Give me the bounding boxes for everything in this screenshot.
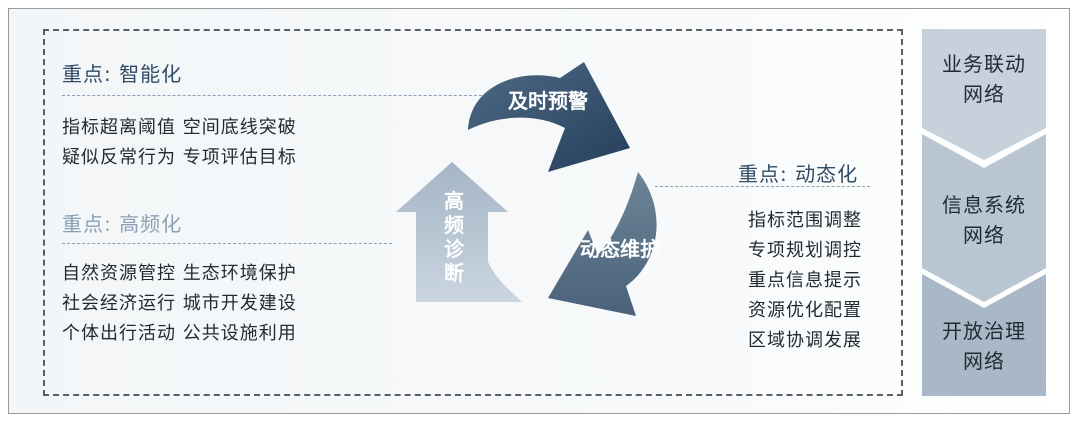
diagnose-char-2: 频 bbox=[444, 213, 464, 237]
monitoring-dashed-box bbox=[43, 29, 903, 396]
dynamic-divider bbox=[655, 186, 870, 187]
freq-divider bbox=[62, 243, 392, 244]
warning-label: 及时预警 bbox=[508, 89, 588, 113]
network-open-governance: 开放治理网络 bbox=[942, 319, 1026, 373]
smart-item-1: 指标超离阈值 空间底线突破 bbox=[62, 117, 297, 138]
dynamic-item-1: 指标范围调整 bbox=[748, 210, 862, 231]
diagnose-char-1: 高 bbox=[444, 189, 464, 213]
arrow-maintain bbox=[548, 172, 657, 316]
dynamic-item-5: 区域协调发展 bbox=[748, 330, 862, 351]
freq-item-row-2: 社会经济运行 城市开发建设 bbox=[62, 293, 297, 314]
chevron-business bbox=[922, 29, 1046, 160]
chevron-info bbox=[922, 134, 1046, 302]
focus-freq-heading: 重点: 高频化 bbox=[62, 212, 183, 236]
smart-divider bbox=[62, 95, 502, 96]
smart-item-2: 疑似反常行为 专项评估目标 bbox=[62, 147, 297, 168]
freq-item-row-1: 自然资源管控 生态环境保护 bbox=[62, 263, 297, 284]
focus-dynamic-heading: 重点: 动态化 bbox=[738, 162, 859, 186]
freq-item-row-3: 个体出行活动 公共设施利用 bbox=[62, 323, 297, 344]
network-info-system: 信息系统网络 bbox=[942, 193, 1026, 247]
diagnose-char-3: 诊 bbox=[444, 237, 465, 261]
dynamic-item-2: 专项规划调控 bbox=[748, 240, 862, 261]
arrow-warning bbox=[468, 62, 630, 172]
dynamic-items: 指标范围调整 专项规划调控 重点信息提示 资源优化配置 区域协调发展 bbox=[748, 206, 862, 356]
network-business: 业务联动网络 bbox=[942, 52, 1026, 106]
maintain-label: 动态维护 bbox=[580, 237, 660, 261]
dynamic-item-4: 资源优化配置 bbox=[748, 300, 862, 321]
arrow-diagnose bbox=[396, 162, 522, 302]
focus-smart-heading: 重点: 智能化 bbox=[62, 62, 183, 86]
diagnose-char-4: 断 bbox=[444, 261, 464, 285]
dynamic-item-3: 重点信息提示 bbox=[748, 270, 862, 291]
chevron-open bbox=[922, 274, 1046, 396]
